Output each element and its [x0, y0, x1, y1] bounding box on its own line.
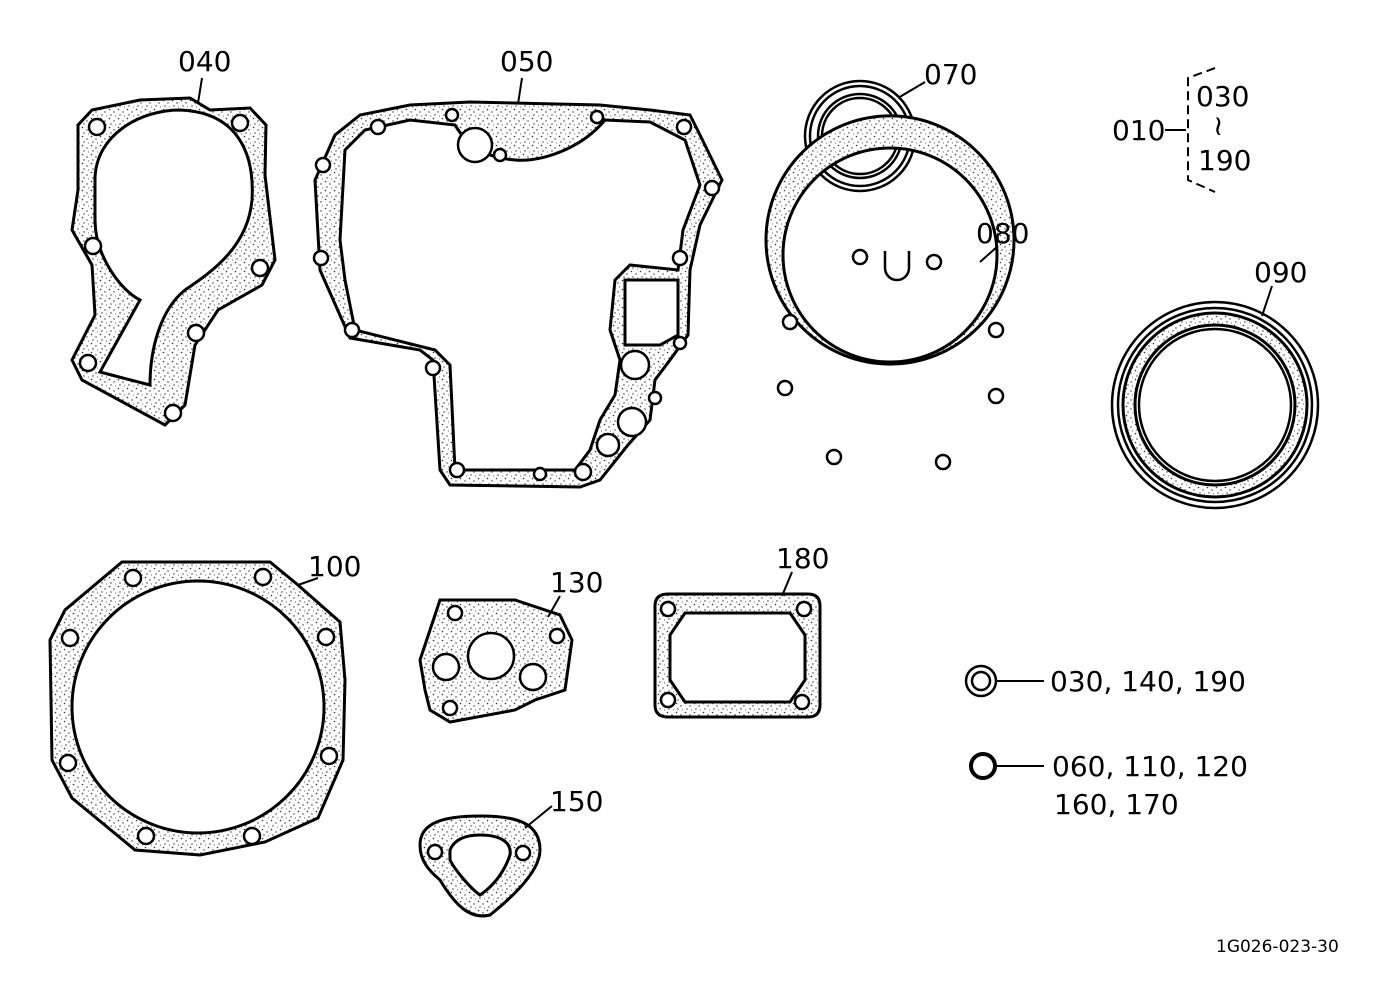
- label-150: 150: [550, 785, 603, 818]
- legend-ring-single-label-1: 060, 110, 120: [1052, 750, 1248, 783]
- legend-ring-single: [969, 752, 1044, 780]
- label-010: 010: [1112, 114, 1165, 147]
- gasket-150[interactable]: [418, 805, 553, 918]
- gasket-050[interactable]: [312, 77, 724, 489]
- label-040: 040: [178, 45, 231, 78]
- seal-090[interactable]: [1110, 285, 1320, 510]
- label-070: 070: [924, 58, 977, 91]
- legend-ring-double-label: 030, 140, 190: [1050, 665, 1246, 698]
- label-090: 090: [1254, 256, 1307, 289]
- gasket-130[interactable]: [418, 595, 574, 724]
- label-180: 180: [776, 542, 829, 575]
- label-080: 080: [976, 217, 1029, 250]
- gasket-180[interactable]: [653, 571, 822, 719]
- label-030: 030: [1196, 80, 1249, 113]
- gasket-100[interactable]: [48, 560, 347, 857]
- label-100: 100: [308, 550, 361, 583]
- label-130: 130: [550, 566, 603, 599]
- label-050: 050: [500, 45, 553, 78]
- label-190: 190: [1198, 144, 1251, 177]
- legend-ring-single-label-2: 160, 170: [1054, 788, 1179, 821]
- figure-code: 1G026-023-30: [1216, 937, 1339, 957]
- range-tilde: ≀: [1213, 109, 1224, 142]
- legend-ring-double: [964, 664, 1044, 698]
- gasket-080[interactable]: [764, 114, 1016, 471]
- gasket-040[interactable]: [70, 77, 277, 427]
- kit-bracket-010: [1165, 67, 1216, 193]
